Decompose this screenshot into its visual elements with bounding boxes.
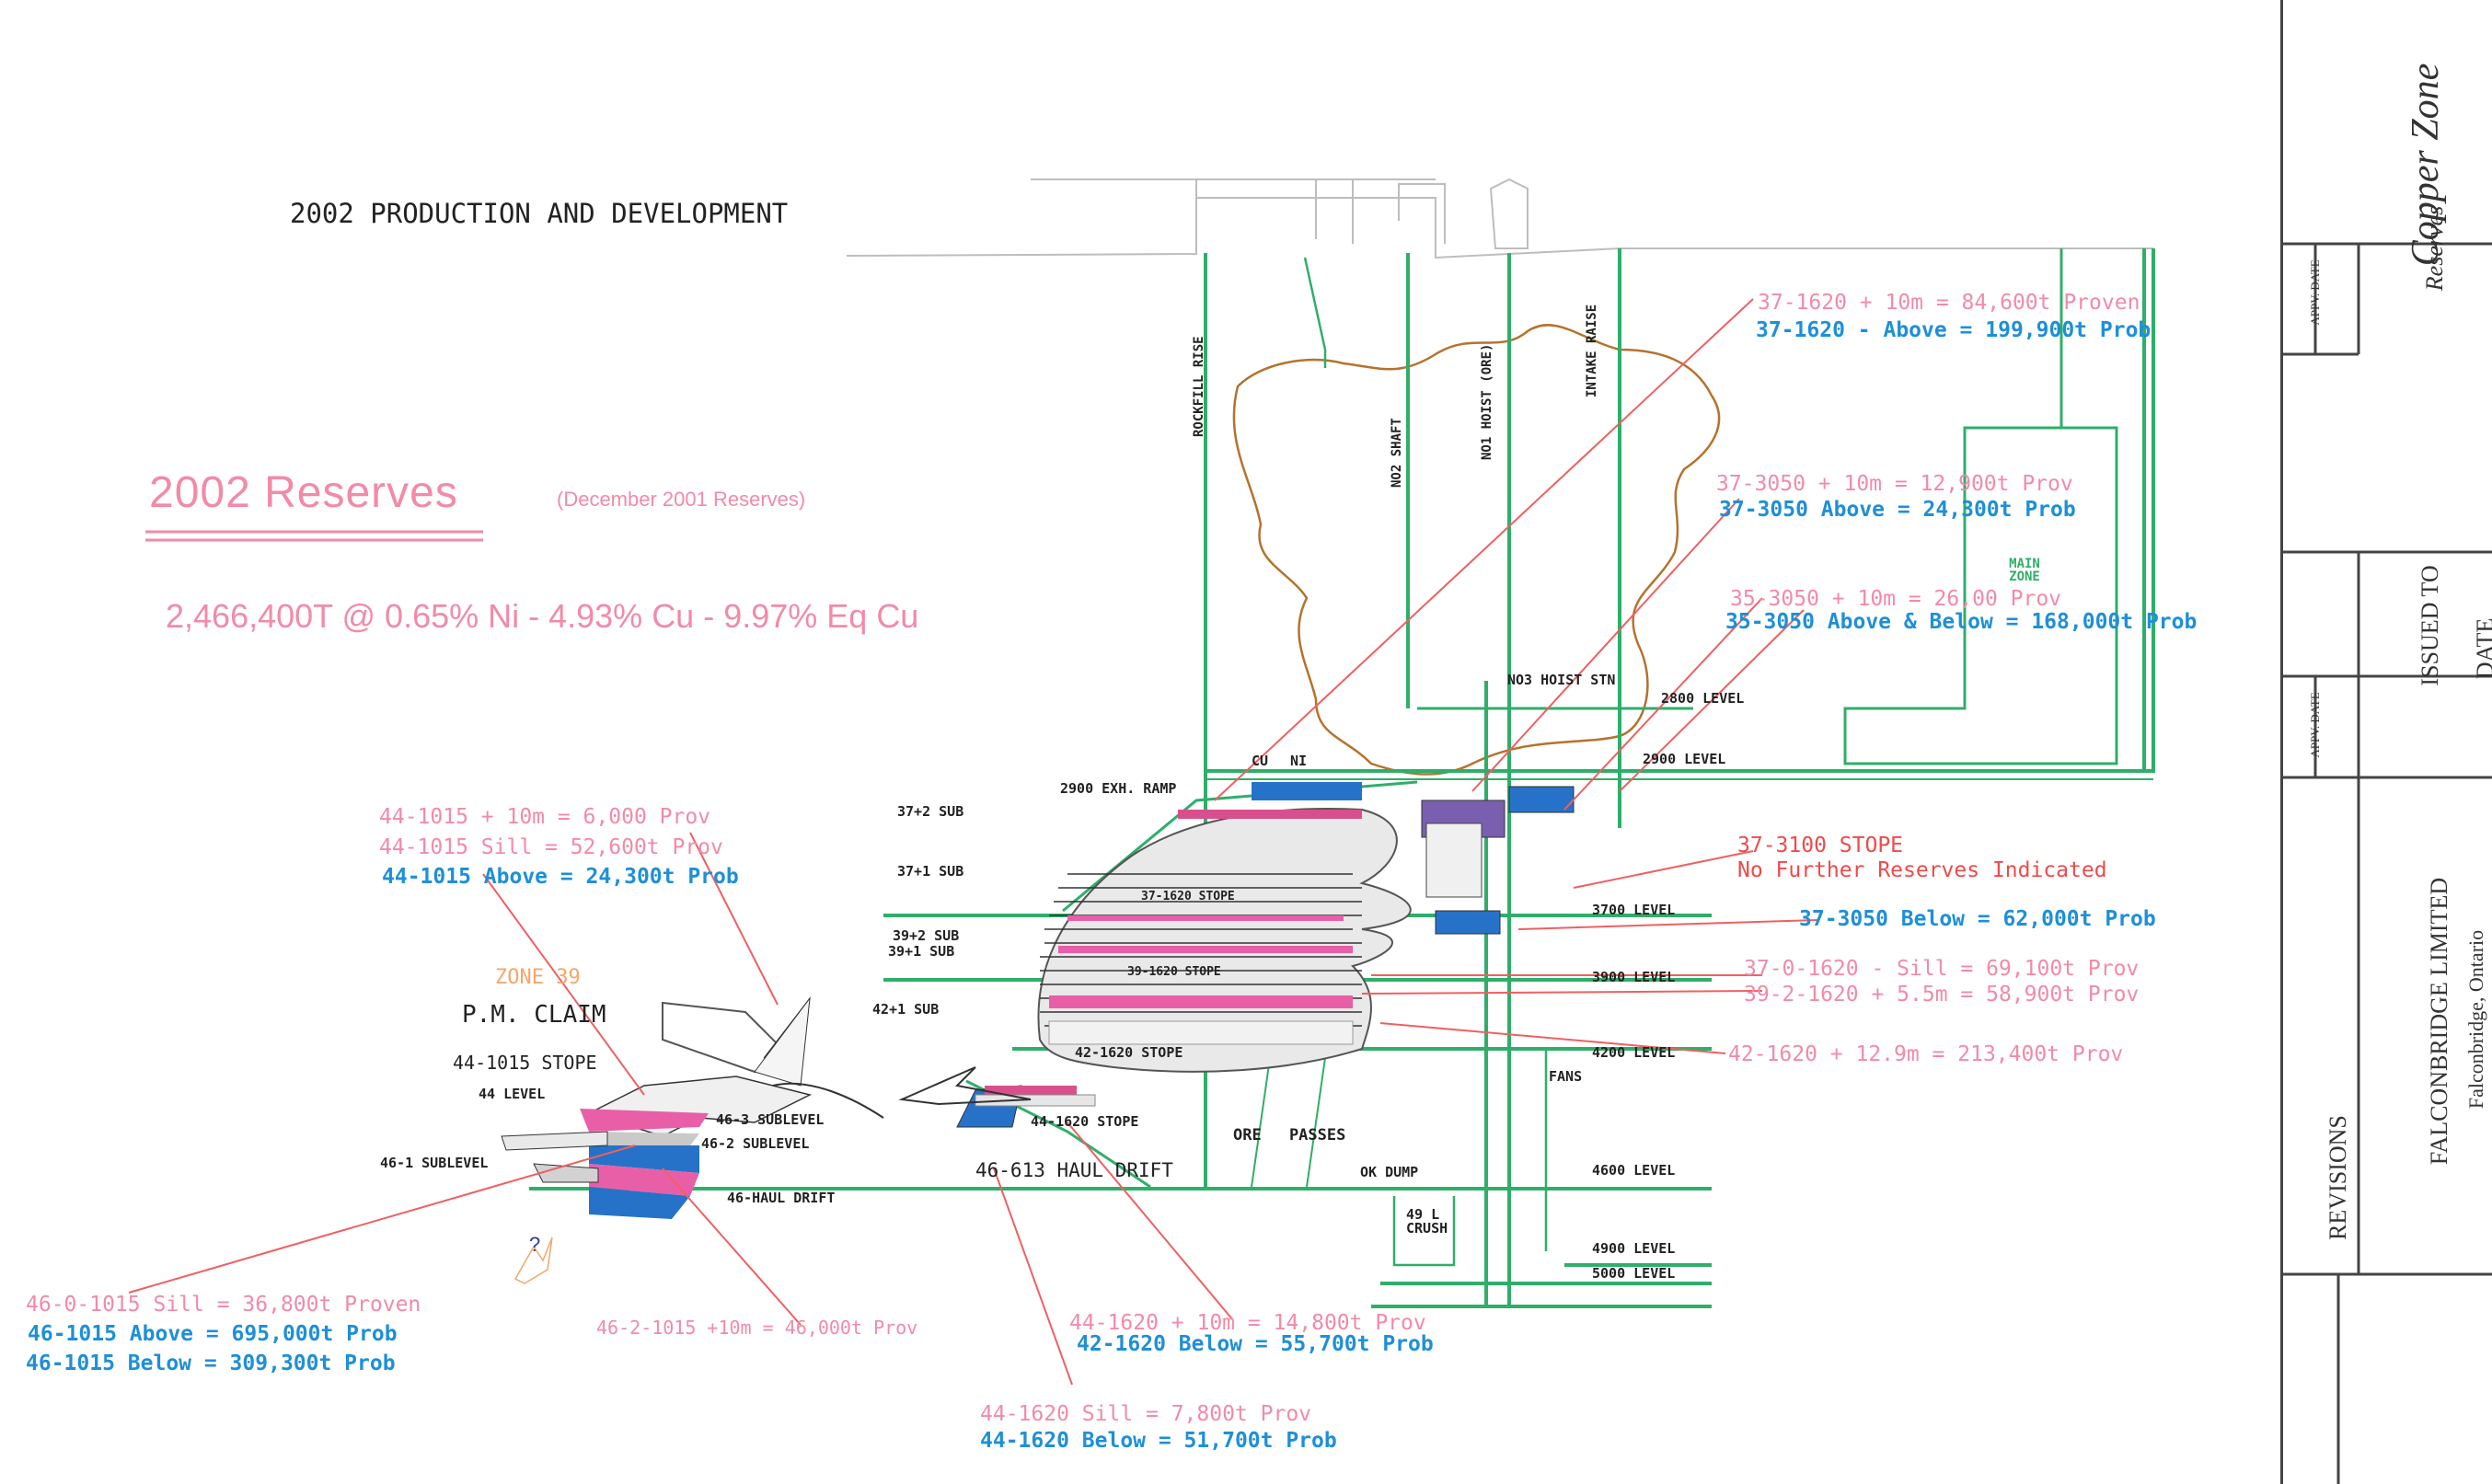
note-35-3050-prov: 35-3050 + 10m = 26,00 Prov (1730, 587, 2062, 611)
label-question-mark: ? (529, 1233, 541, 1256)
label-ok-dump: OK DUMP (1360, 1164, 1419, 1180)
label-ore-passes: ORE PASSES (1233, 1126, 1346, 1145)
project-subtitle: Reserves (2421, 205, 2448, 292)
date-label: DATE (2472, 617, 2492, 680)
label-46-haul-drift: 46-HAUL DRIFT (727, 1190, 836, 1206)
drawing-title: 2002 PRODUCTION AND DEVELOPMENT (290, 198, 789, 229)
stope-42-1620: 42-1620 STOPE (1075, 1044, 1183, 1061)
label-main-zone: MAIN ZONE (2009, 557, 2040, 584)
note-44-1015-10m: 44-1015 + 10m = 6,000 Prov (379, 805, 711, 829)
surface-outline (846, 178, 2153, 259)
level-4200: 4200 LEVEL (1592, 1044, 1676, 1061)
reserves-subheading: (December 2001 Reserves) (557, 488, 806, 511)
label-44-level: 44 LEVEL (479, 1086, 546, 1102)
note-46-2-1015: 46-2-1015 +10m = 46,000t Prov (596, 1317, 918, 1339)
sublevel-37-1: 37+1 SUB (897, 863, 964, 880)
note-44-1015-above: 44-1015 Above = 24,300t Prob (382, 865, 739, 889)
note-44-1620-below: 44-1620 Below = 51,700t Prob (980, 1429, 1337, 1453)
note-37-3050-prov: 37-3050 + 10m = 12,900t Prov (1716, 472, 2073, 496)
note-44-1620-10m: 44-1620 + 10m = 14,800t Prov (1069, 1311, 1426, 1335)
stope-complex-37-42 (898, 782, 1575, 1128)
note-37-0-1620: 37-0-1620 - Sill = 69,100t Prov (1744, 957, 2140, 981)
reserves-heading-underline (145, 530, 483, 542)
reserves-heading: 2002 Reserves (149, 468, 458, 517)
reserves-summary: 2,466,400T @ 0.65% Ni - 4.93% Cu - 9.97%… (166, 597, 919, 635)
stope-39-1620: 39-1620 STOPE (1127, 965, 1221, 979)
note-39-2-1620: 39-2-1620 + 5.5m = 58,900t Prov (1744, 983, 2140, 1007)
issued-to-label: ISSUED TO (2417, 565, 2443, 686)
note-46-1015-below: 46-1015 Below = 309,300t Prob (26, 1352, 396, 1375)
label-fans: FANS (1549, 1068, 1583, 1085)
sublevel-39-1: 39+1 SUB (888, 943, 955, 960)
label-46-613-haul-drift: 46-613 HAUL DRIFT (975, 1159, 1173, 1181)
label-zone-39: ZONE 39 (495, 966, 581, 989)
level-3900: 3900 LEVEL (1592, 969, 1676, 985)
level-4900: 4900 LEVEL (1592, 1240, 1676, 1257)
sublevel-46-2: 46-2 SUBLEVEL (701, 1135, 810, 1152)
level-2800: 2800 LEVEL (1661, 690, 1745, 707)
note-44-1015-sill: 44-1015 Sill = 52,600t Prov (379, 835, 723, 859)
note-35-3050-prob: 35-3050 Above & Below = 168,000t Prob (1725, 610, 2198, 634)
note-37-3100-note: No Further Reserves Indicated (1737, 858, 2107, 882)
sublevel-46-3: 46-3 SUBLEVEL (716, 1111, 825, 1128)
note-44-1620-sill: 44-1620 Sill = 7,800t Prov (980, 1402, 1312, 1426)
label-no2-shaft: NO2 SHAFT (1390, 418, 1404, 488)
appv-date-label-1: APPV. DATE (2308, 259, 2322, 326)
note-37-1620-prob: 37-1620 - Above = 199,900t Prob (1756, 318, 2152, 342)
note-37-3100-title: 37-3100 STOPE (1737, 834, 1904, 857)
label-cu: CU (1252, 753, 1269, 769)
stope-44-1015: 44-1015 STOPE (453, 1052, 597, 1074)
level-5000: 5000 LEVEL (1592, 1265, 1676, 1282)
drawing-canvas (128, 178, 2155, 1386)
title-block: APPV. DATE APPV. DATE REVISIONS Copper Z… (2280, 0, 2492, 1484)
label-exh-ramp: 2900 EXH. RAMP (1060, 780, 1177, 797)
label-crush: 49 L CRUSH (1406, 1206, 1448, 1237)
level-3700: 3700 LEVEL (1592, 902, 1676, 918)
label-intake-raise: INTAKE RAISE (1585, 304, 1599, 397)
note-37-3050-prob: 37-3050 Above = 24,300t Prob (1719, 498, 2076, 522)
orebody-outline (1232, 324, 1721, 776)
label-no1-hoist: NO1 HOIST (ORE) (1480, 343, 1494, 460)
note-46-0-1015: 46-0-1015 Sill = 36,800t Proven (26, 1293, 421, 1317)
company-name: FALCONBRIDGE LIMITED (2426, 877, 2452, 1166)
label-pm-claim: P.M. CLAIM (462, 1001, 606, 1029)
appv-date-label-2: APPV. DATE (2308, 692, 2322, 758)
sublevel-37-2: 37+2 SUB (897, 803, 964, 820)
level-4600: 4600 LEVEL (1592, 1162, 1676, 1179)
leader-lines (128, 298, 1818, 1386)
label-ni: NI (1290, 753, 1308, 769)
note-37-1620-proven: 37-1620 + 10m = 84,600t Proven (1758, 291, 2140, 315)
stope-44-1620: 44-1620 STOPE (1031, 1113, 1139, 1130)
level-2900: 2900 LEVEL (1643, 751, 1726, 767)
note-42-1620-below: 42-1620 Below = 55,700t Prob (1077, 1332, 1434, 1356)
note-42-1620: 42-1620 + 12.9m = 213,400t Prov (1728, 1042, 2124, 1066)
sublevel-42-1: 42+1 SUB (872, 1001, 940, 1018)
stope-37-1620: 37-1620 STOPE (1141, 890, 1235, 903)
sublevel-46-1: 46-1 SUBLEVEL (380, 1155, 489, 1171)
note-37-3050-below: 37-3050 Below = 62,000t Prob (1799, 907, 2156, 931)
label-no3-hoist-stn: NO3 HOIST STN (1507, 672, 1616, 688)
note-46-1015-above: 46-1015 Above = 695,000t Prob (28, 1322, 398, 1346)
stope-complex-1015 (501, 996, 884, 1284)
title-block-grid (2283, 242, 2492, 1484)
label-rockfill-rise: ROCKFILL RISE (1192, 336, 1206, 437)
revisions-label: REVISIONS (2325, 1115, 2351, 1240)
company-location: Falconbridge, Ontario (2464, 929, 2487, 1110)
sublevel-39-2: 39+2 SUB (893, 927, 960, 944)
